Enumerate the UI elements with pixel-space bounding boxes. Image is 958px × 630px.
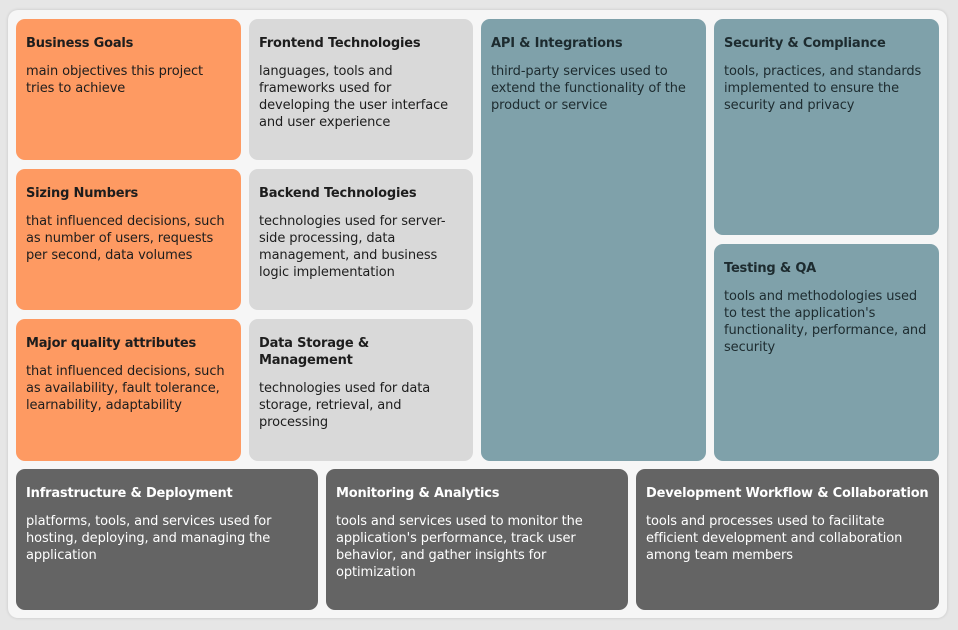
card-monitoring-analytics: Monitoring & Analytics tools and service… — [326, 469, 628, 610]
card-frontend-technologies: Frontend Technologies languages, tools a… — [249, 19, 473, 160]
card-description: tools, practices, and standards implemen… — [724, 64, 922, 113]
card-title: Frontend Technologies — [259, 36, 421, 51]
card-title: Security & Compliance — [724, 36, 886, 51]
card-description: technologies used for data storage, retr… — [259, 381, 431, 430]
card-description: that influenced decisions, such as avail… — [26, 364, 225, 413]
card-description: tools and processes used to facilitate e… — [646, 514, 903, 563]
card-description: tools and methodologies used to test the… — [724, 289, 927, 355]
card-development-workflow: Development Workflow & Collaboration too… — [636, 469, 939, 610]
card-title: Business Goals — [26, 36, 134, 51]
card-title: Development Workflow & Collaboration — [646, 486, 929, 501]
card-title: Backend Technologies — [259, 186, 417, 201]
card-title: Testing & QA — [724, 261, 817, 276]
card-business-goals: Business Goals main objectives this proj… — [16, 19, 241, 160]
card-title: Infrastructure & Deployment — [26, 486, 233, 501]
card-quality-attributes: Major quality attributes that influenced… — [16, 319, 241, 461]
card-description: that influenced decisions, such as numbe… — [26, 214, 225, 263]
card-title: Monitoring & Analytics — [336, 486, 500, 501]
card-infrastructure-deployment: Infrastructure & Deployment platforms, t… — [16, 469, 318, 610]
card-title: Data Storage & Management — [259, 336, 369, 368]
card-backend-technologies: Backend Technologies technologies used f… — [249, 169, 473, 310]
card-description: third-party services used to extend the … — [491, 64, 686, 113]
card-security-compliance: Security & Compliance tools, practices, … — [714, 19, 939, 235]
card-api-integrations: API & Integrations third-party services … — [481, 19, 706, 461]
card-data-storage: Data Storage & Management technologies u… — [249, 319, 473, 461]
card-description: main objectives this project tries to ac… — [26, 64, 204, 96]
card-sizing-numbers: Sizing Numbers that influenced decisions… — [16, 169, 241, 310]
card-title: Sizing Numbers — [26, 186, 139, 201]
card-title: Major quality attributes — [26, 336, 197, 351]
card-description: tools and services used to monitor the a… — [336, 514, 583, 580]
card-description: technologies used for server-side proces… — [259, 214, 446, 280]
card-description: languages, tools and frameworks used for… — [259, 64, 449, 130]
card-testing-qa: Testing & QA tools and methodologies use… — [714, 244, 939, 461]
card-description: platforms, tools, and services used for … — [26, 514, 272, 563]
card-title: API & Integrations — [491, 36, 623, 51]
